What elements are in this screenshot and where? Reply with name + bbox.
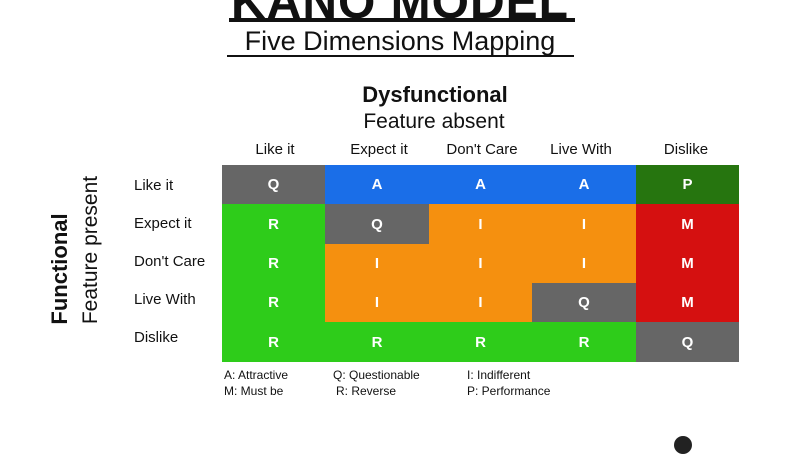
matrix-cell: Q [325, 204, 429, 244]
legend-attractive: A: Attractive [224, 368, 289, 382]
matrix-cell: I [429, 244, 532, 283]
functional-title: Functional [47, 213, 72, 325]
row-header-dont-care: Don't Care [134, 253, 206, 270]
row-header-like-it: Like it [134, 177, 174, 194]
matrix-cell: M [636, 244, 739, 283]
matrix-cell: R [222, 204, 325, 244]
matrix-cell: I [325, 283, 429, 322]
matrix-cell: R [222, 322, 325, 362]
column-header-live-with: Live With [550, 141, 612, 158]
legend-indifferent: I: Indifferent [467, 368, 531, 382]
matrix-cell: R [532, 322, 636, 362]
row-header-dislike: Dislike [134, 329, 179, 346]
row-header-expect-it: Expect it [134, 215, 192, 232]
legend-questionable: Q: Questionable [333, 368, 420, 382]
column-header-expect-it: Expect it [350, 141, 408, 158]
matrix-cell: M [636, 204, 739, 244]
matrix-cell: I [532, 204, 636, 244]
row-header-live-with: Live With [134, 291, 196, 308]
page-subtitle: Five Dimensions Mapping [244, 26, 556, 56]
page-title: KANO MODEL [231, 0, 569, 29]
matrix-cell: R [325, 322, 429, 362]
column-header-like-it: Like it [255, 141, 295, 158]
matrix-cell: A [325, 165, 429, 204]
matrix-cell: R [222, 283, 325, 322]
legend-performance: P: Performance [467, 384, 551, 398]
brand-logo-icon [674, 436, 692, 454]
subtitle-underline [227, 55, 574, 57]
matrix-cell: P [636, 165, 739, 204]
matrix-cell: Q [636, 322, 739, 362]
matrix-cell: I [429, 204, 532, 244]
dysfunctional-subtitle: Feature absent [363, 110, 505, 133]
title-underline [229, 18, 575, 22]
matrix-cell: Q [532, 283, 636, 322]
matrix-cell: I [325, 244, 429, 283]
legend-reverse: R: Reverse [336, 384, 397, 398]
matrix-cell: I [429, 283, 532, 322]
matrix-cell: Q [222, 165, 325, 204]
kano-matrix: Q A A A P R Q I I M R I I I M R I I Q M … [222, 165, 739, 362]
matrix-cell: R [222, 244, 325, 283]
dysfunctional-title: Dysfunctional [362, 82, 508, 107]
matrix-cell: I [532, 244, 636, 283]
matrix-cell: A [429, 165, 532, 204]
legend-must-be: M: Must be [224, 384, 284, 398]
functional-subtitle: Feature present [79, 175, 102, 325]
column-header-dislike: Dislike [663, 141, 709, 158]
column-header-dont-care: Don't Care [446, 141, 518, 158]
matrix-cell: R [429, 322, 532, 362]
matrix-cell: M [636, 283, 739, 322]
matrix-cell: A [532, 165, 636, 204]
